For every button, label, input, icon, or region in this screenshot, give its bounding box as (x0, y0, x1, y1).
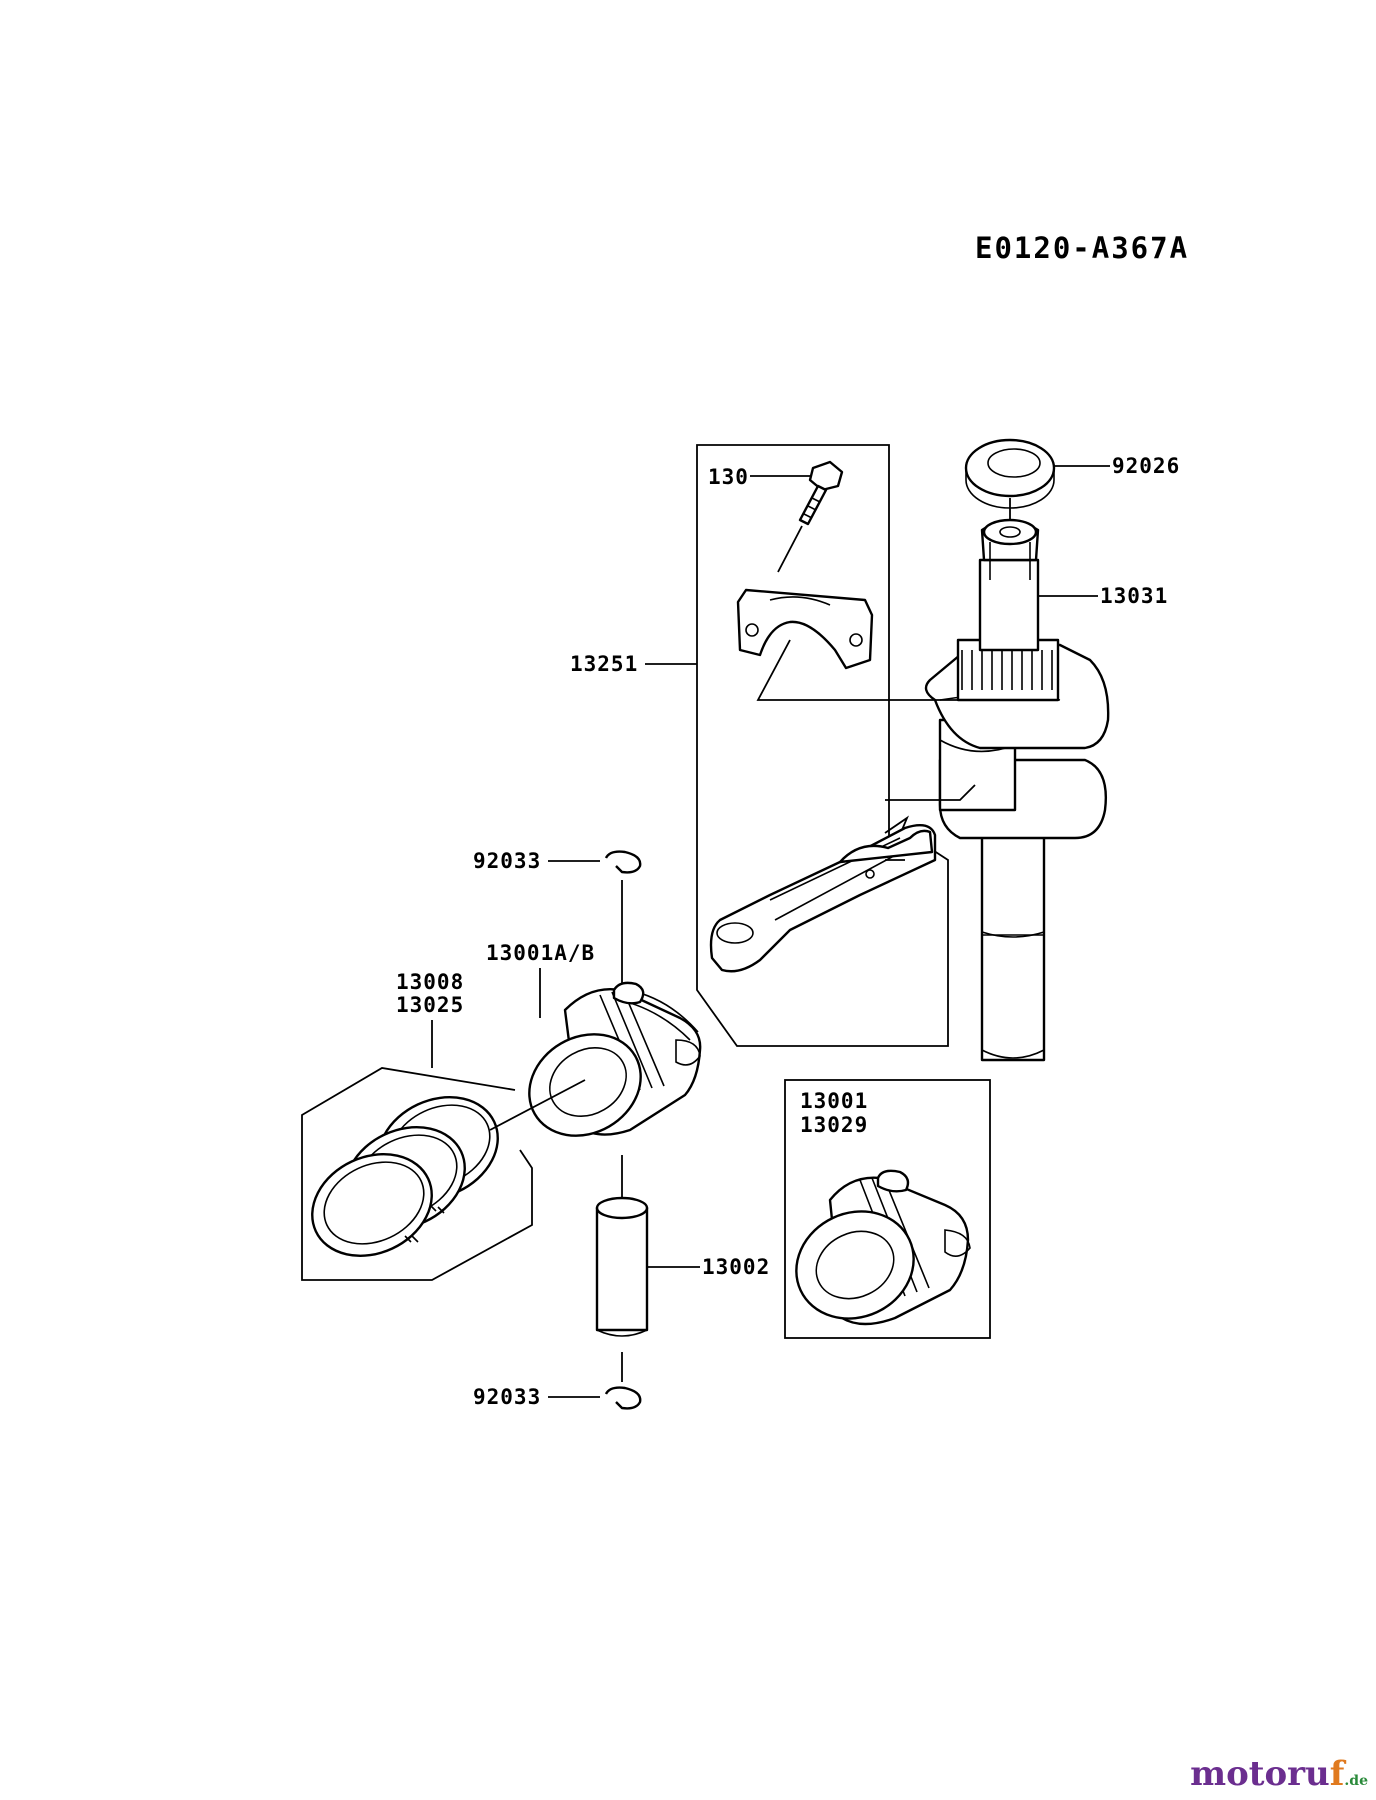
watermark-brand: motoru (1190, 1754, 1330, 1794)
callout-13001: 13001 (800, 1089, 868, 1113)
bolt-part (798, 460, 844, 526)
connecting-rod-part (709, 824, 937, 973)
circlip-top-part (604, 850, 642, 874)
piston-alt-box (784, 1079, 991, 1339)
watermark-brand-f: f (1329, 1754, 1345, 1794)
callout-92033-top: 92033 (473, 849, 541, 873)
callout-130: 130 (708, 465, 749, 489)
rod-cap-part (736, 588, 874, 670)
callout-13025: 13025 (396, 993, 464, 1017)
callout-13251: 13251 (570, 652, 638, 676)
piston-rings-part (311, 1096, 499, 1257)
callout-92033-bottom: 92033 (473, 1385, 541, 1409)
watermark-logo: motoruf.de (1190, 1754, 1368, 1794)
callout-13031: 13031 (1100, 584, 1168, 608)
washer-part (964, 438, 1056, 509)
crankshaft-part (924, 518, 1110, 1062)
callout-13029: 13029 (800, 1113, 868, 1137)
callout-13002: 13002 (702, 1255, 770, 1279)
callout-92026: 92026 (1112, 454, 1180, 478)
callout-13008: 13008 (396, 970, 464, 994)
piston-main-part (528, 981, 702, 1137)
piston-rings-box (301, 1067, 533, 1281)
conrod-assembly-box (696, 444, 949, 1047)
piston-alt-part (795, 1169, 971, 1326)
callout-13001AB: 13001A/B (486, 941, 595, 965)
piston-pin-part (595, 1196, 649, 1337)
watermark-tld: .de (1344, 1773, 1368, 1789)
circlip-bottom-part (604, 1386, 642, 1410)
diagram-code: E0120-A367A (975, 231, 1189, 265)
